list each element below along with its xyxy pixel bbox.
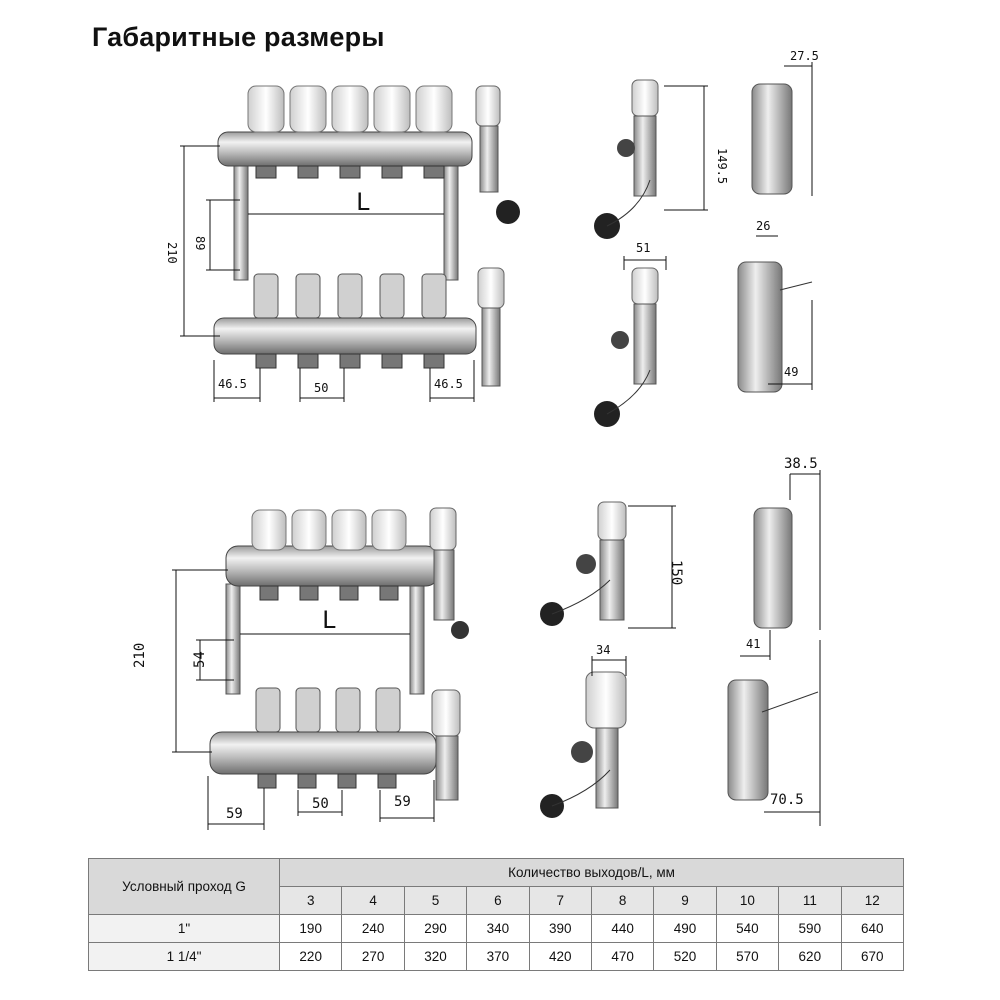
row-size-label: 1 1/4" — [88, 942, 280, 971]
table-cell: 640 — [840, 914, 905, 943]
table-cell: 270 — [341, 942, 405, 971]
top-side-gap: 26 — [756, 219, 770, 233]
outlet-count: 11 — [778, 886, 842, 915]
top-valve-width: 51 — [636, 241, 650, 255]
bottom-left-offset: 59 — [226, 806, 243, 822]
top-dimensions — [180, 145, 475, 402]
top-side-offset: 27.5 — [790, 49, 819, 63]
bottom-valve-dimension-lines — [591, 470, 821, 826]
thermo-caps-top — [247, 85, 453, 133]
table-cell: 590 — [778, 914, 842, 943]
bottom-dimensions — [172, 569, 435, 830]
top-length-label: L — [356, 188, 370, 216]
table-cell: 240 — [341, 914, 405, 943]
bottom-valve-views — [540, 501, 819, 818]
table-cell: 570 — [715, 942, 780, 971]
table-cell: 420 — [528, 942, 592, 971]
table-col-header: Количество выходов/L, мм — [279, 858, 904, 887]
table-row: 1 1/4" 220 270 320 370 420 470 520 570 6… — [88, 942, 905, 971]
top-valve-dimension-lines — [623, 62, 813, 390]
table-cell: 320 — [403, 942, 468, 971]
page-title: Габаритные размеры — [92, 22, 385, 52]
table-cell: 370 — [466, 942, 530, 971]
table-cell: 290 — [403, 914, 468, 943]
outlet-count: 10 — [715, 886, 780, 915]
bottom-valve-height: 150 — [668, 560, 684, 585]
table-cell: 340 — [466, 914, 530, 943]
top-height-inner: 89 — [193, 236, 207, 250]
outlet-count: 8 — [590, 886, 655, 915]
outlet-count: 9 — [653, 886, 717, 915]
table-cell: 470 — [590, 942, 655, 971]
table-cell: 520 — [653, 942, 717, 971]
outlet-count: 7 — [528, 886, 592, 915]
bottom-side-depth: 70.5 — [770, 792, 804, 808]
table-row-header: Условный проход G — [88, 858, 280, 915]
table-cell: 620 — [778, 942, 842, 971]
row-size-label: 1" — [88, 914, 280, 943]
dimension-drawings: 210 89 L 46.5 50 46.5 149.5 51 27.5 26 4… — [132, 49, 821, 830]
table-cell: 540 — [715, 914, 780, 943]
bottom-side-offset: 38.5 — [784, 456, 818, 472]
outlet-count: 5 — [403, 886, 468, 915]
top-right-offset: 46.5 — [434, 377, 463, 391]
top-valve-views — [594, 79, 813, 427]
top-valve-height: 149.5 — [715, 148, 729, 184]
bottom-valve-width: 34 — [596, 643, 610, 657]
bottom-height-inner: 54 — [192, 651, 208, 668]
bottom-height-total: 210 — [132, 643, 148, 668]
top-pitch: 50 — [314, 381, 328, 395]
bottom-manifold-front-view — [209, 507, 469, 801]
table-cell: 220 — [278, 942, 343, 971]
table-row: 1" 190 240 290 340 390 440 490 540 590 6… — [88, 914, 905, 943]
dimensions-table: Условный проход G Количество выходов/L, … — [88, 858, 905, 971]
top-side-depth: 49 — [784, 365, 798, 379]
bottom-length-label: L — [322, 606, 336, 634]
table-cell: 490 — [653, 914, 717, 943]
bottom-side-gap: 41 — [746, 637, 760, 651]
top-left-offset: 46.5 — [218, 377, 247, 391]
outlet-count: 12 — [840, 886, 905, 915]
outlet-count: 3 — [278, 886, 343, 915]
table-cell: 670 — [840, 942, 905, 971]
outlet-count: 4 — [341, 886, 405, 915]
top-height-total: 210 — [165, 242, 179, 264]
table-cell: 390 — [528, 914, 592, 943]
outlet-count: 6 — [466, 886, 530, 915]
top-manifold-front-view — [213, 85, 520, 387]
bottom-pitch: 50 — [312, 796, 329, 812]
table-cell: 190 — [278, 914, 343, 943]
table-cell: 440 — [590, 914, 655, 943]
bottom-right-offset: 59 — [394, 794, 411, 810]
